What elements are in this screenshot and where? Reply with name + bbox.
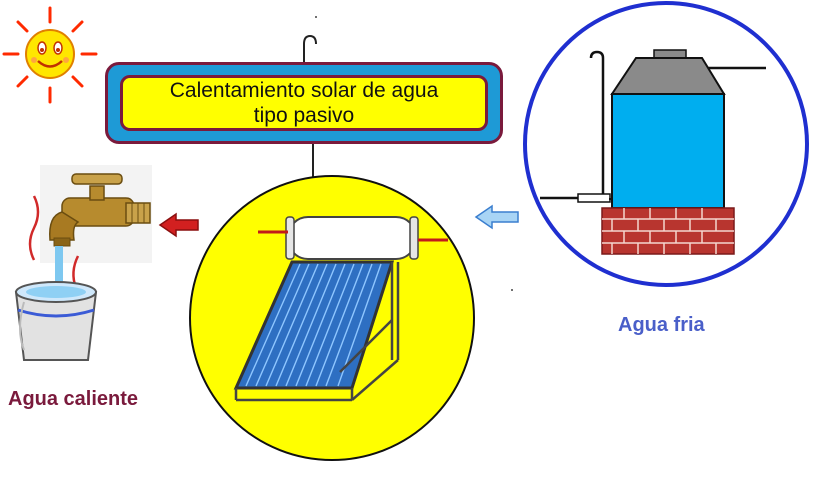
title-box: Calentamiento solar de agua tipo pasivo [105, 62, 503, 144]
solar-heater-icon [189, 175, 475, 461]
bucket-icon [14, 281, 98, 361]
cold-water-arrow-icon [474, 204, 519, 230]
faucet-icon [28, 165, 152, 290]
title-inner: Calentamiento solar de agua tipo pasivo [120, 75, 488, 131]
hot-water-label: Agua caliente [8, 388, 139, 410]
title-line2: tipo pasivo [253, 104, 355, 127]
water-tank-icon [523, 1, 809, 287]
title-line1: Calentamiento solar de agua [169, 79, 439, 102]
hot-water-arrow-icon [158, 212, 199, 238]
cold-water-label: Agua fria [618, 314, 705, 336]
sun-icon [2, 6, 98, 104]
